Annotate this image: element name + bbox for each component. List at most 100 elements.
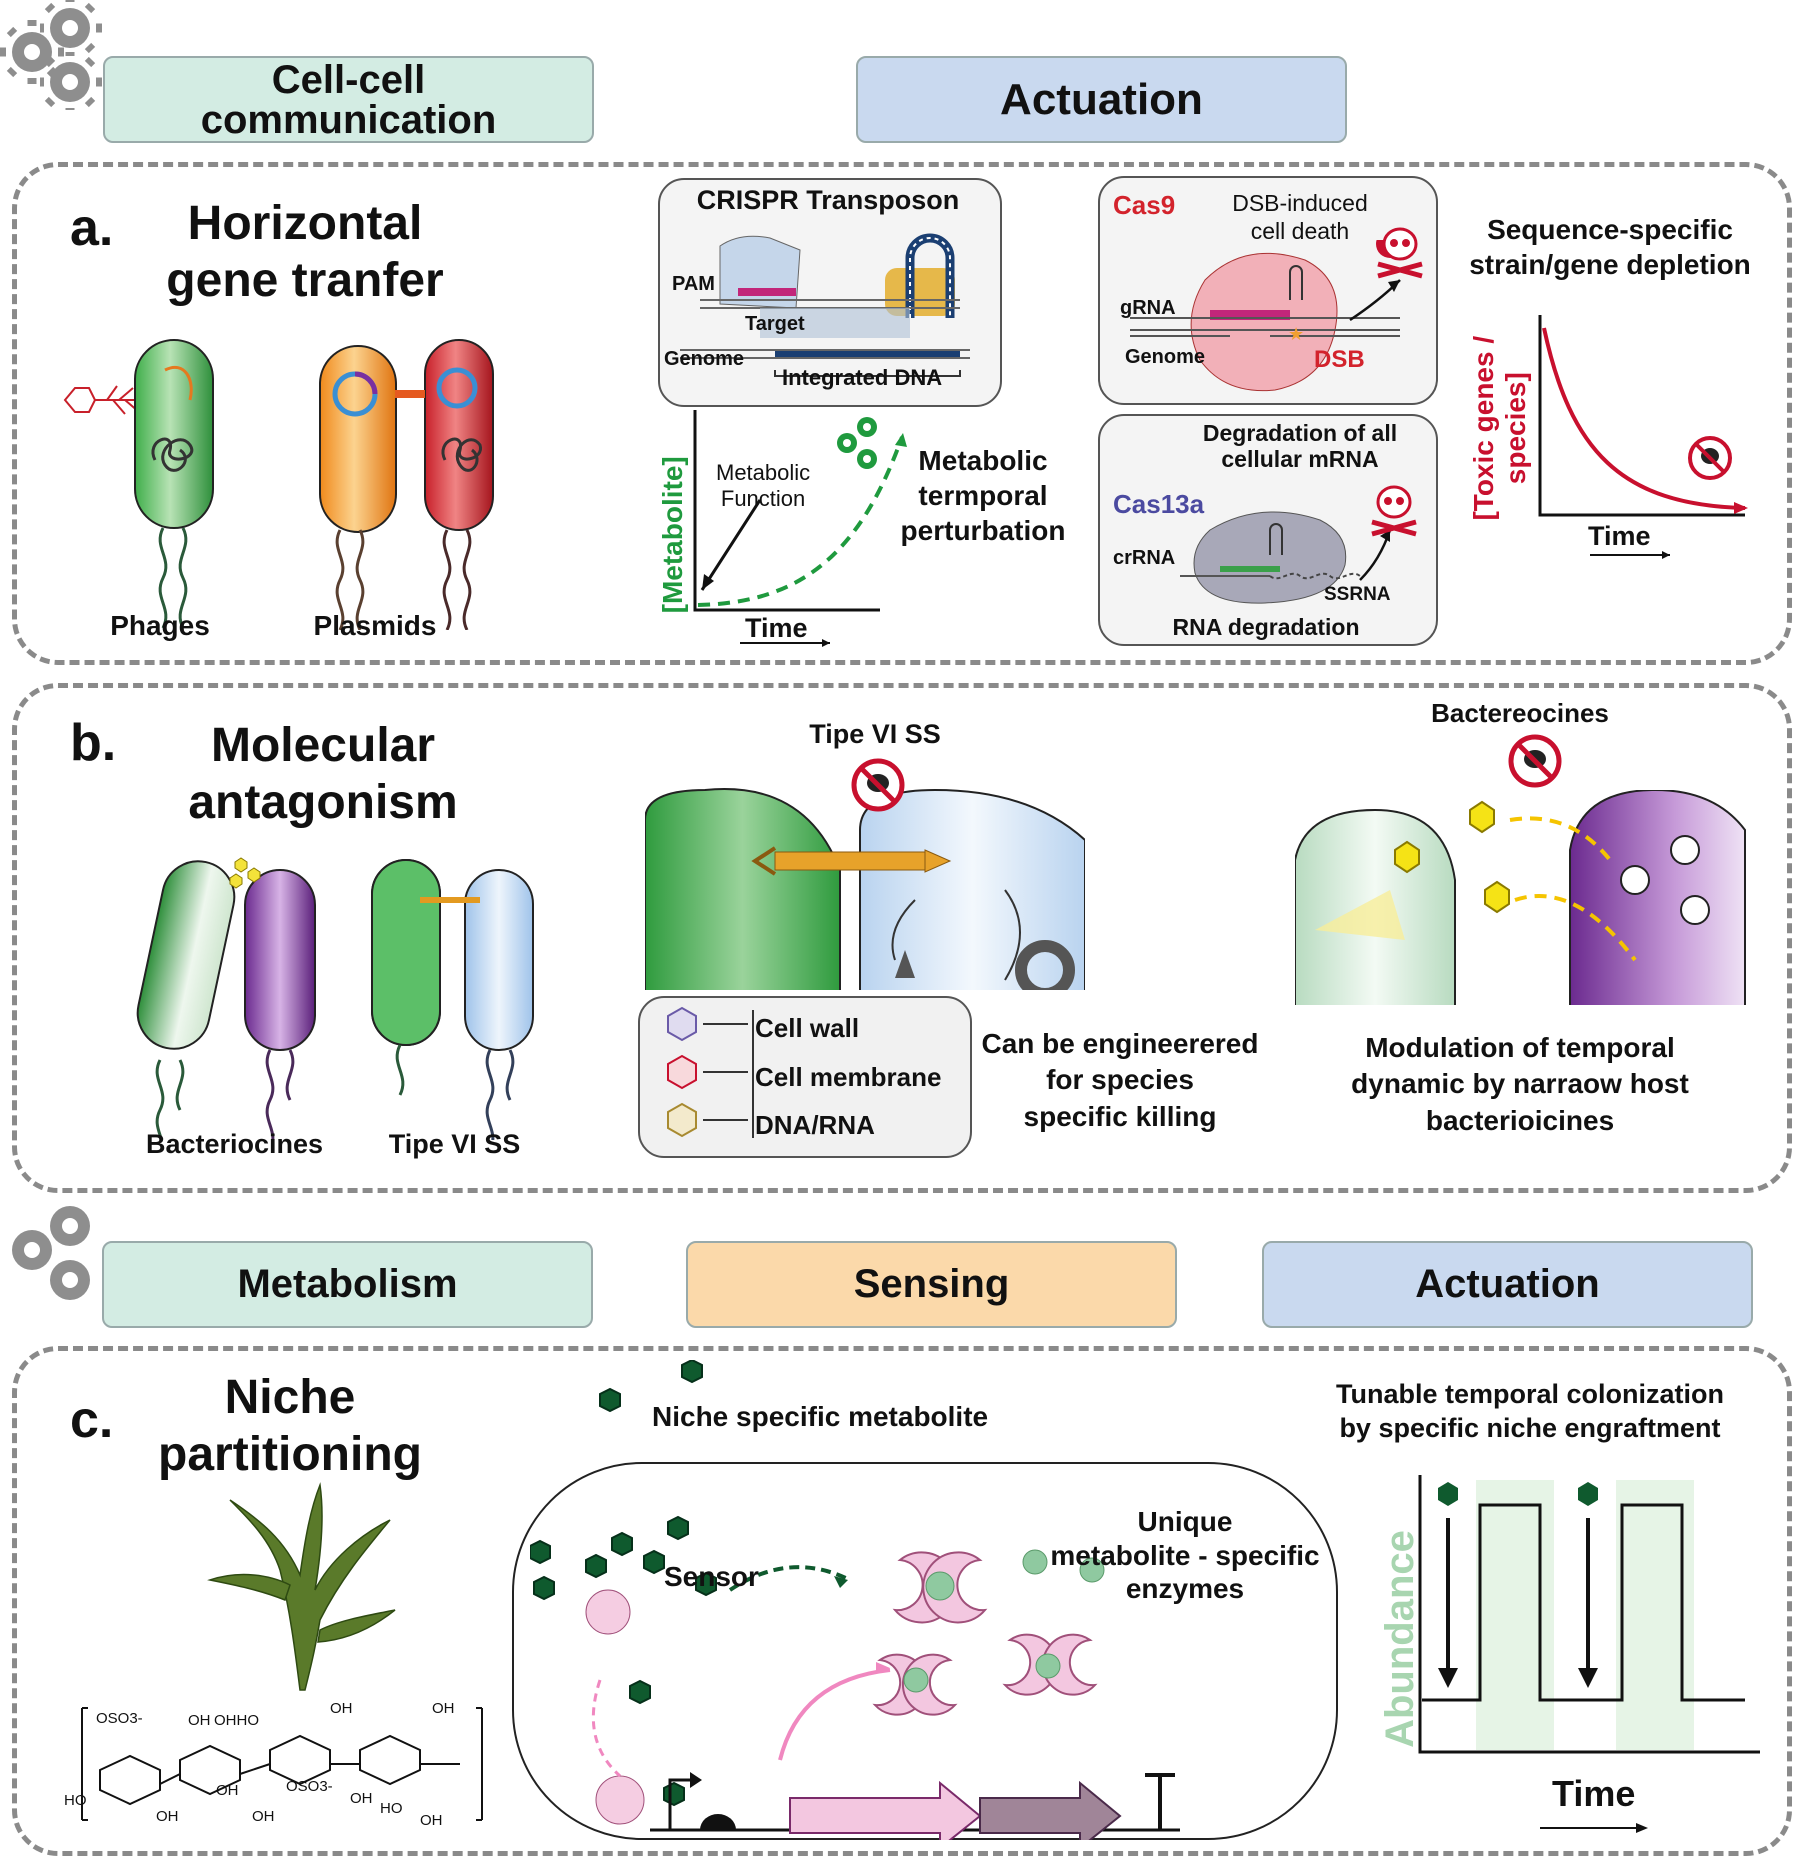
enzymes-label: Unique metabolite - specific enzymes [1030,1505,1340,1606]
metabolic-function-annotation: Metabolic Function [716,460,810,513]
chem-label-oso3-1: OSO3- [96,1710,143,1727]
dsb-label: DSB [1314,346,1365,373]
header-actuation-bottom-label: Actuation [1415,1262,1600,1306]
panel-a-title-line2: gene tranfer [166,253,444,307]
sensing-illustration [530,1360,1180,1840]
enzymes-line3: enzymes [1125,1573,1245,1605]
abundance-ylabel: Abundance [1378,1530,1422,1748]
crispr-title: CRISPR Transposon [696,185,960,215]
colonization-plot [1418,1475,1760,1833]
annotation-line1: Metabolic [716,460,811,485]
rna-degradation-caption: RNA degradation [1172,614,1360,640]
caption-line1: Metabolic [918,445,1048,476]
bacteriocin-t6ss-cells [136,857,534,1140]
panel-b-title-line1: Molecular [210,719,436,772]
legend-icons [667,1006,748,1138]
depletion-title: Sequence-specific strain/gene depletion [1440,212,1780,282]
cas13a-label: Cas13a [1113,489,1205,519]
cas9-death-line1: DSB-induced [1232,190,1368,216]
depletion-ylabel-line1: [Toxic genes / [1467,335,1499,521]
seaweed-illustration [207,1482,396,1691]
header-line-2: communication [200,97,497,142]
bacteriocins-caption-line1: Modulation of temporal [1365,1032,1675,1063]
header-metabolism: Metabolism [102,1241,593,1328]
legend-cell-membrane: Cell membrane [755,1062,942,1092]
header-actuation-top-label: Actuation [1000,74,1203,124]
panel-a-title-line1: Horizontal [187,197,423,250]
cas13a-diagram [1180,511,1392,604]
chem-label-oso3-2: OSO3- [286,1778,333,1795]
sensing-cell [512,1462,1338,1840]
bacteriocins-caption-line3: bacterioicines [1425,1104,1615,1136]
target-label: Target [745,313,805,335]
t6ss-no-skull-icon [851,758,905,812]
colonization-xlabel: Time [1552,1773,1636,1814]
bacteriocins-caption: Modulation of temporal dynamic by narrao… [1310,1030,1730,1139]
t6ss-label: Tipe VI SS [388,1129,521,1159]
genome-label-cas9: Genome [1125,346,1206,368]
legend-divider [752,1010,754,1138]
grna-label: gRNA [1120,297,1176,319]
panel-a [12,162,1792,665]
chem-label-oh-6: OH [252,1808,275,1825]
svg-text:★: ★ [1288,324,1304,344]
enzymes-line1: Unique [1137,1506,1233,1537]
bacteriocins-no-skull-icon [1508,734,1562,788]
crispr-transposon-diagram [680,233,970,377]
chem-label-ohho: OHHO [214,1712,259,1729]
header-actuation-top: Actuation [856,56,1347,143]
chem-label-ho-1: HO [64,1792,87,1809]
caption-line2: termporal [918,480,1048,511]
depletion-ylabel: [Toxic genes / species] [1468,308,1532,548]
panel-c [12,1346,1792,1856]
legend-cell-wall: Cell wall [755,1013,860,1043]
t6ss-zoom [645,788,1085,990]
header-line-1: Cell-cell [271,57,426,102]
header-metabolism-label: Metabolism [237,1262,458,1306]
chem-label-oh-4: OH [216,1782,239,1799]
bacteriocins-caption-line2: dynamic by narraow host [1351,1068,1689,1100]
depletion-title-line2: strain/gene depletion [1469,249,1751,280]
integrated-dna-label: Integrated DNA [782,365,943,390]
chem-label-oh-1: OH [188,1712,211,1729]
sensor-label: Sensor [664,1561,759,1592]
enzymes-line2: metabolite - specific [1050,1539,1320,1571]
depletion-plot [1538,315,1748,559]
chem-label-oh-3: OH [432,1700,455,1717]
pam-label: PAM [672,273,715,295]
metabolic-perturbation-caption: Metabolic termporal perturbation [883,443,1083,548]
gears-icon-bottom [12,1206,90,1300]
panel-c-title: Niche partitioning [120,1370,460,1483]
panel-b-title-line2: antagonism [188,775,458,829]
niche-metabolite-label: Niche specific metabolite [652,1401,989,1432]
bacteriocines-label: Bacteriocines [145,1129,324,1159]
depletion-xlabel: Time [1588,521,1651,551]
cas9-skull-icon [1377,227,1423,279]
genome-label-crispr: Genome [664,348,745,370]
colonization-title-line2: by specific niche engraftment [1339,1412,1721,1443]
t6ss-caption-line2: for species [1046,1064,1194,1096]
chem-label-oh-2: OH [330,1700,353,1717]
legend-dna-rna: DNA/RNA [755,1110,875,1140]
colonization-title-line1: Tunable temporal colonization [1335,1379,1725,1409]
panel-c-letter: c. [70,1391,114,1449]
phage-icon [63,385,140,415]
panel-c-title-line1: Niche [224,1371,356,1424]
t6ss-title: Tipe VI SS [809,719,941,749]
annotation-line2: Function [720,486,806,512]
chem-label-ho-2: HO [380,1800,403,1817]
t6ss-caption: Can be engineerered for species specific… [960,1026,1280,1135]
gears-icon [0,0,102,110]
plasmids-label: Plasmids [313,610,437,641]
bacteriocins-title: Bactereocines [1431,698,1609,728]
metabolite-plot [693,410,907,647]
cas13-skull-icon [1371,485,1417,537]
header-actuation-bottom: Actuation [1262,1241,1753,1328]
panel-b-title: Molecular antagonism [148,718,498,831]
header-sensing-label: Sensing [853,1262,1010,1306]
panel-b-letter: b. [70,714,117,772]
metabolite-ylabel: [Metabolite] [657,456,689,614]
phage-plasmid-illustration [63,339,494,630]
panel-a-letter: a. [70,199,114,257]
